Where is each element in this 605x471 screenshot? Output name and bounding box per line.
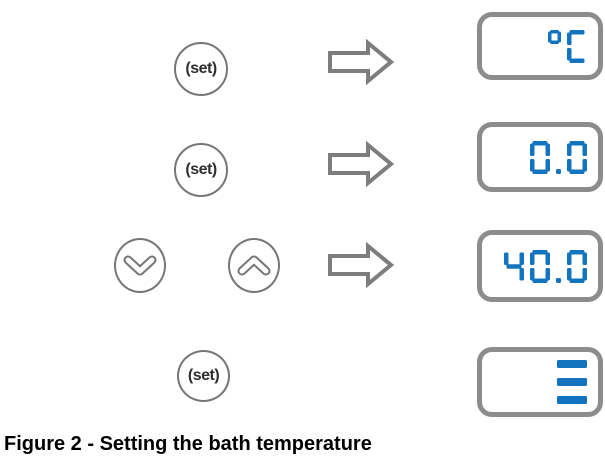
lcd-display-new-setpoint <box>477 230 603 302</box>
down-button <box>114 238 166 293</box>
lcd-value-menu-bars <box>557 360 587 404</box>
set-button: (set) <box>174 42 228 96</box>
lcd-value <box>530 140 587 174</box>
set-button: (set) <box>174 143 228 197</box>
arrow-right-icon <box>328 141 394 187</box>
lcd-value <box>548 29 587 63</box>
figure-caption: Figure 2 - Setting the bath temperature <box>4 433 372 455</box>
lcd-value <box>504 249 587 283</box>
chevron-down-icon <box>123 255 157 276</box>
set-button: (set) <box>177 350 230 402</box>
set-button-label: (set) <box>185 161 217 178</box>
arrow-right-icon <box>328 242 394 288</box>
arrow-right-icon <box>328 39 394 85</box>
lcd-display-confirm <box>477 347 603 417</box>
lcd-display-units <box>477 12 603 80</box>
set-button-label: (set) <box>187 367 220 384</box>
set-button-label: (set) <box>185 60 217 77</box>
chevron-up-icon <box>237 255 271 276</box>
up-button <box>228 238 280 293</box>
lcd-display-current-setpoint <box>477 122 603 192</box>
